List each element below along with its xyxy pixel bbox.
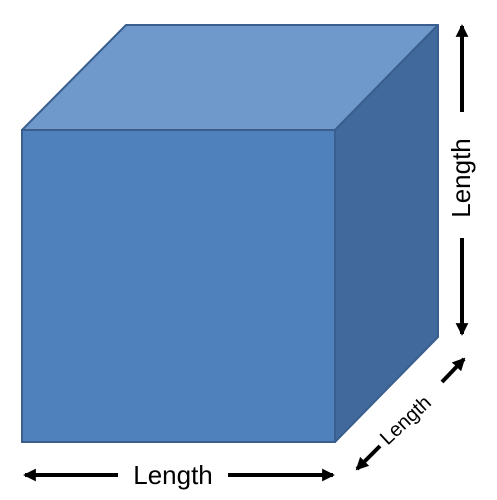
cube-front-face <box>21 129 336 443</box>
cube <box>21 24 439 443</box>
right-dimension: Length <box>446 24 476 336</box>
right-length-label: Length <box>446 138 476 218</box>
depth-up-arrow-icon <box>440 357 466 384</box>
depth-down-arrow-icon <box>355 444 382 471</box>
bottom-dimension: Length <box>23 460 335 490</box>
bottom-length-label: Length <box>133 460 213 490</box>
depth-length-label: Length <box>376 392 436 450</box>
